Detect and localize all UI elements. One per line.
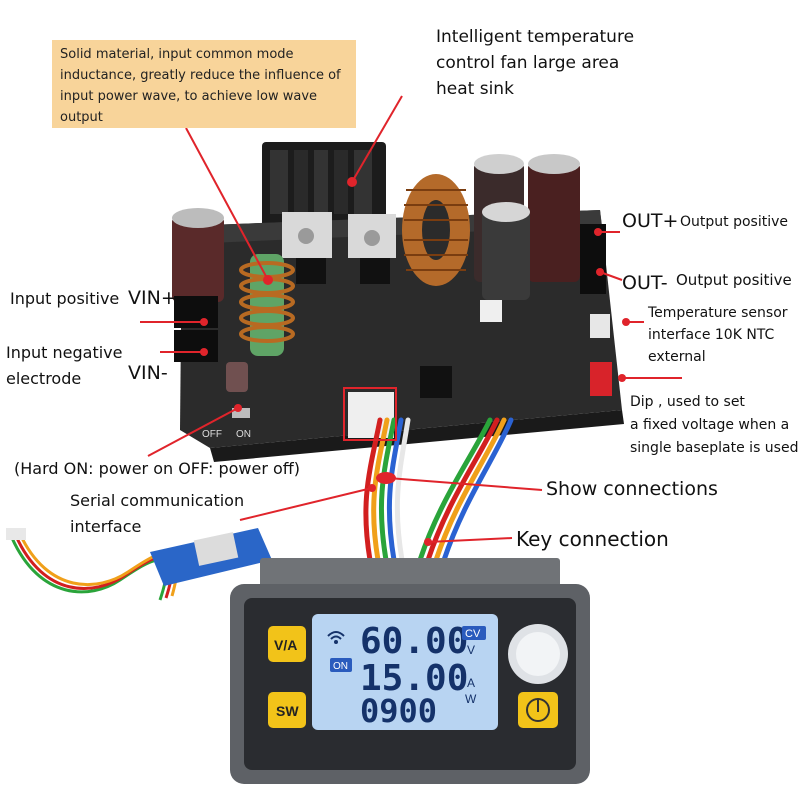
fan-label-line1: Intelligent temperature — [436, 27, 635, 47]
heat-sink — [262, 142, 386, 228]
callout-dots — [200, 177, 630, 546]
serial-connector-highlight — [343, 387, 397, 441]
vin-minus-symbol: VIN- — [128, 362, 168, 384]
vin-plus-text: Input positive — [10, 289, 120, 308]
hard-on-label: (Hard ON: power on OFF: power off) — [14, 459, 301, 478]
callout-lines — [140, 95, 682, 543]
cv-badge: CV — [465, 628, 481, 640]
unit-v: V — [467, 643, 475, 657]
toroid-inductor — [402, 174, 470, 286]
dip-line3: single baseplate is used — [630, 440, 799, 456]
temp-sensor-line2: interface 10K NTC — [648, 327, 775, 343]
wifi-icon — [327, 631, 345, 640]
power-readout: 0900 — [360, 692, 437, 730]
dip-line2: a fixed voltage when a — [630, 417, 790, 433]
dip-line1: Dip , used to set — [630, 394, 745, 410]
out-minus-symbol: OUT- — [622, 272, 668, 294]
temp-sensor-line1: Temperature sensor — [648, 305, 788, 321]
serial-label-line1: Serial communication — [70, 491, 245, 510]
fan-label-line2: control fan large area — [436, 53, 620, 73]
serial-label-line2: interface — [70, 517, 142, 536]
capacitors — [172, 154, 580, 392]
vin-minus-text-line2: electrode — [6, 369, 82, 388]
va-button-label: V/A — [274, 637, 297, 653]
serial-module — [6, 528, 272, 601]
voltage-readout: 60.00 — [360, 621, 468, 662]
silk-on: ON — [236, 429, 251, 440]
display-module — [230, 558, 590, 784]
silk-off: OFF — [202, 429, 222, 440]
unit-a: A — [467, 676, 475, 690]
out-minus-text: Output positive — [676, 271, 792, 289]
temp-sensor-line3: external — [648, 349, 706, 365]
vin-minus-text-line1: Input negative — [6, 343, 123, 362]
key-connection-label: Key connection — [516, 527, 669, 551]
fan-label-line3: heat sink — [436, 79, 514, 99]
unit-w: W — [465, 692, 477, 706]
vin-plus-symbol: VIN+ — [128, 287, 177, 309]
common-mode-note: Solid material, input common mode induct… — [52, 40, 356, 128]
out-plus-symbol: OUT+ — [622, 210, 679, 232]
on-badge: ON — [333, 661, 348, 672]
show-connections-label: Show connections — [546, 478, 718, 500]
sw-button-label: SW — [276, 703, 299, 719]
out-plus-text: Output positive — [680, 214, 788, 230]
current-readout: 15.00 — [360, 658, 468, 699]
